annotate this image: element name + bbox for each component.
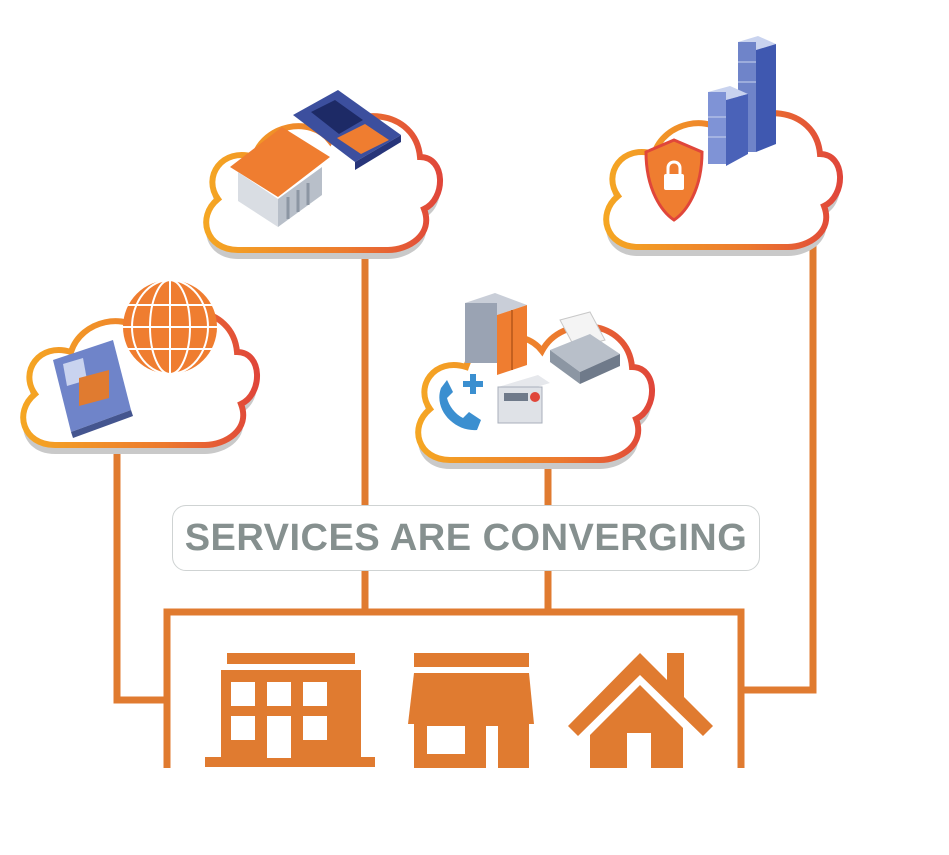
elevator-icon	[465, 293, 527, 375]
bank-icon	[230, 127, 330, 227]
premises-frame	[163, 608, 745, 768]
cloud-enterprise-security	[606, 36, 840, 256]
house-icon	[568, 653, 713, 769]
line-enterprise	[742, 180, 817, 694]
security-shield-icon	[644, 138, 704, 222]
payment-terminal-icon	[293, 90, 401, 170]
diagram-title: SERVICES ARE CONVERGING	[184, 516, 748, 559]
cloud-security-services	[418, 293, 652, 469]
cloud-banking	[206, 90, 440, 259]
line-communications	[113, 440, 167, 704]
phone-add-icon	[439, 374, 483, 431]
fax-icon	[550, 311, 620, 384]
premises	[205, 653, 713, 769]
office-tower-icon	[708, 36, 776, 166]
desk-phone-icon	[53, 340, 133, 438]
office-building-icon	[205, 653, 375, 767]
globe-icon	[123, 279, 217, 375]
alarm-panel-icon	[497, 375, 550, 424]
cloud-communications	[23, 279, 257, 454]
title-label-box: SERVICES ARE CONVERGING	[172, 505, 760, 571]
store-icon	[408, 653, 534, 768]
